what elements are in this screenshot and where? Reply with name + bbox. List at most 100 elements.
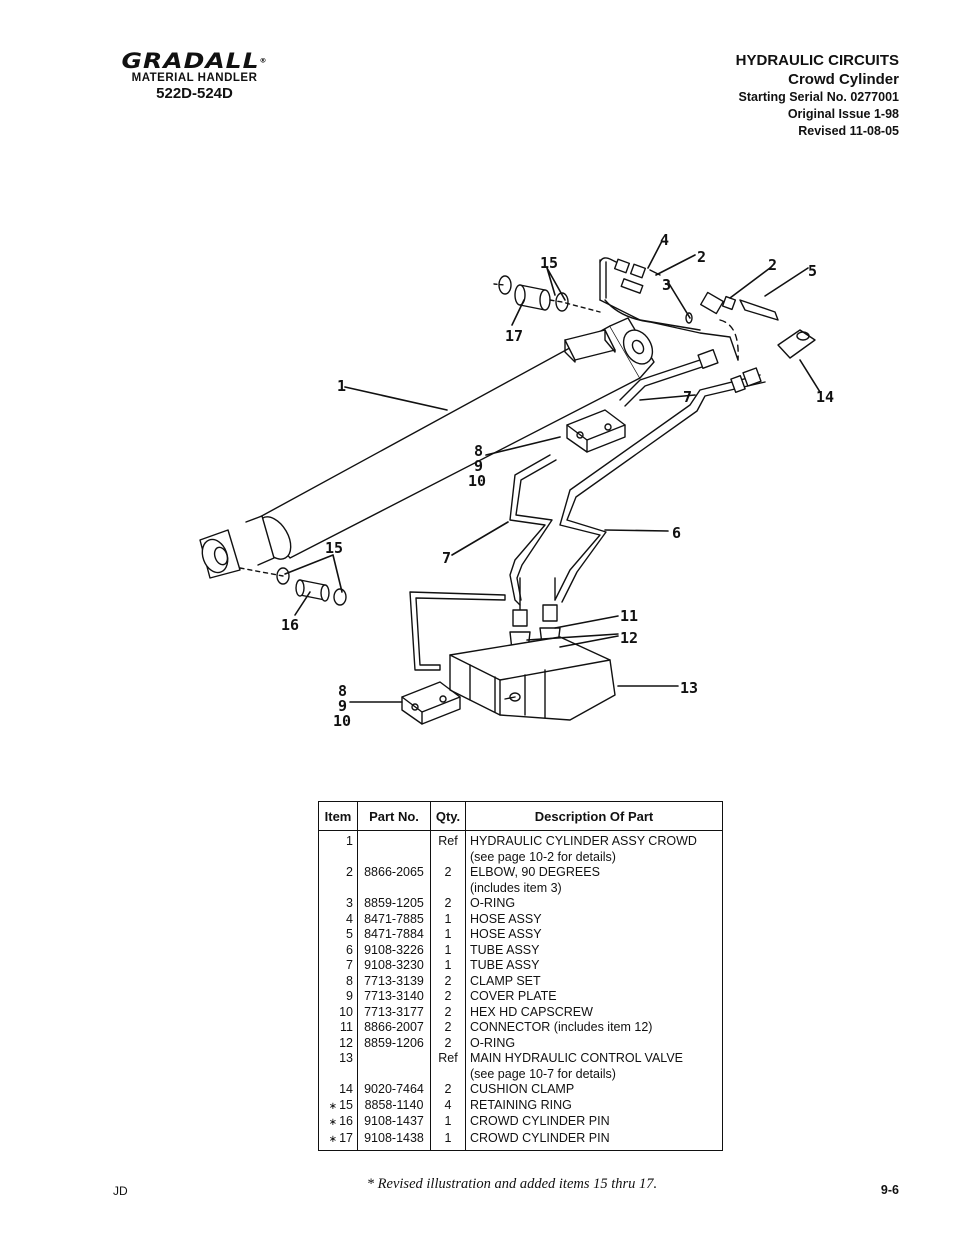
header-item: Item xyxy=(318,801,358,831)
revision-star: ∗ xyxy=(328,1133,338,1145)
cell-item: ∗16 xyxy=(318,1114,358,1131)
tube-assemblies xyxy=(409,348,766,671)
item-number: 8 xyxy=(346,973,353,988)
callout-9-lower: 9 xyxy=(338,697,347,715)
item-number: 6 xyxy=(346,942,353,957)
callout-8-lower: 8 xyxy=(338,682,347,700)
cell-part-no: 9020-7464 xyxy=(357,1082,431,1098)
revision-note: * Revised illustration and added items 1… xyxy=(366,1176,658,1192)
callout-7-upper: 7 xyxy=(683,388,692,406)
item-number: 11 xyxy=(340,1020,353,1034)
item-number: 4 xyxy=(346,911,353,926)
callout-9-upper: 9 xyxy=(474,457,483,475)
callout-6: 6 xyxy=(672,524,681,542)
description-line: CROWD CYLINDER PIN xyxy=(470,1130,610,1145)
cell-part-no: 8858-1140 xyxy=(357,1097,431,1114)
callout-13: 13 xyxy=(680,679,698,697)
callout-5: 5 xyxy=(808,262,817,280)
cell-item: ∗17 xyxy=(318,1130,358,1151)
header-qty: Qty. xyxy=(430,801,466,831)
cell-description: CONNECTOR (includes item 12) xyxy=(465,1020,723,1036)
page-header: HYDRAULIC CIRCUITS Crowd Cylinder Starti… xyxy=(736,52,899,140)
cell-item: 6 xyxy=(318,942,358,958)
cell-qty: 2 xyxy=(430,989,466,1005)
cell-item: ∗15 xyxy=(318,1097,358,1114)
cell-description: CUSHION CLAMP xyxy=(465,1082,723,1098)
cell-description: TUBE ASSY xyxy=(465,942,723,958)
cell-part-no: 7713-3139 xyxy=(357,973,431,989)
description-line: TUBE ASSY xyxy=(470,942,540,957)
item-number: 13 xyxy=(339,1051,353,1065)
original-issue: Original Issue 1-98 xyxy=(787,107,899,121)
cell-part-no xyxy=(357,1051,431,1082)
item-number: 17 xyxy=(339,1130,353,1145)
callout-7-lower: 7 xyxy=(442,549,451,567)
description-line: RETAINING RING xyxy=(470,1097,572,1112)
callout-12: 12 xyxy=(620,629,638,647)
callout-17: 17 xyxy=(505,327,523,345)
serial-number: Starting Serial No. 0277001 xyxy=(738,90,900,104)
cell-description: CROWD CYLINDER PIN xyxy=(465,1130,723,1151)
cell-item: 5 xyxy=(318,927,358,943)
cell-description: MAIN HYDRAULIC CONTROL VALVE(see page 10… xyxy=(465,1051,723,1082)
revised-date: Revised 11-08-05 xyxy=(798,124,899,138)
brand-block: GRADALL® MATERIAL HANDLER 522D-524D xyxy=(112,48,277,102)
callout-15-upper: 15 xyxy=(540,254,558,272)
callout-2-left: 2 xyxy=(697,248,706,266)
page-number: 9-6 xyxy=(880,1183,899,1197)
callout-11: 11 xyxy=(620,607,638,625)
revision-star: ∗ xyxy=(328,1117,338,1128)
cell-item: 7 xyxy=(318,958,358,974)
cell-qty: 1 xyxy=(430,942,466,958)
cell-part-no: 8471-7884 xyxy=(357,927,431,943)
callout-10-lower: 10 xyxy=(333,712,351,730)
description-line: HEX HD CAPSCREW xyxy=(470,1004,593,1019)
revision-star: ∗ xyxy=(328,1100,338,1112)
section-title: HYDRAULIC CIRCUITS xyxy=(735,52,899,69)
cell-part-no: 9108-3230 xyxy=(357,958,431,974)
callout-8-upper: 8 xyxy=(474,442,483,460)
callout-10-upper: 10 xyxy=(468,472,486,490)
cell-qty: 2 xyxy=(430,1082,466,1098)
callout-3: 3 xyxy=(662,276,671,294)
cell-item: 12 xyxy=(318,1035,358,1051)
item-number: 12 xyxy=(339,1035,353,1050)
cell-qty: 1 xyxy=(430,958,466,974)
cell-description: O-RING xyxy=(465,1035,723,1051)
cell-item: 11 xyxy=(318,1020,358,1036)
item-number: 5 xyxy=(346,927,353,941)
cell-part-no: 8866-2007 xyxy=(357,1020,431,1036)
description-line: CUSHION CLAMP xyxy=(470,1082,575,1096)
cushion-clamp xyxy=(777,329,816,359)
cell-item: 13 xyxy=(318,1051,358,1082)
hose-fittings xyxy=(599,257,779,361)
cell-part-no xyxy=(357,830,431,865)
description-line: CONNECTOR (includes item 12) xyxy=(470,1020,653,1034)
header-description: Description Of Part xyxy=(465,801,723,831)
cell-qty: 2 xyxy=(430,1020,466,1036)
description-line: (includes item 3) xyxy=(470,880,562,895)
description-line: CLAMP SET xyxy=(470,973,541,988)
cell-item: 10 xyxy=(318,1004,358,1020)
item-number: 1 xyxy=(346,834,353,848)
callout-4: 4 xyxy=(660,231,669,249)
item-number: 10 xyxy=(339,1004,353,1019)
upper-pin-assembly xyxy=(493,275,601,313)
lower-pin-assembly xyxy=(239,567,347,606)
item-number: 15 xyxy=(339,1097,353,1112)
cell-qty: 2 xyxy=(430,1004,466,1020)
main-control-valve xyxy=(449,636,616,721)
description-line: COVER PLATE xyxy=(470,989,557,1003)
cell-part-no: 7713-3177 xyxy=(357,1004,431,1020)
clamp-set-upper xyxy=(566,409,626,453)
